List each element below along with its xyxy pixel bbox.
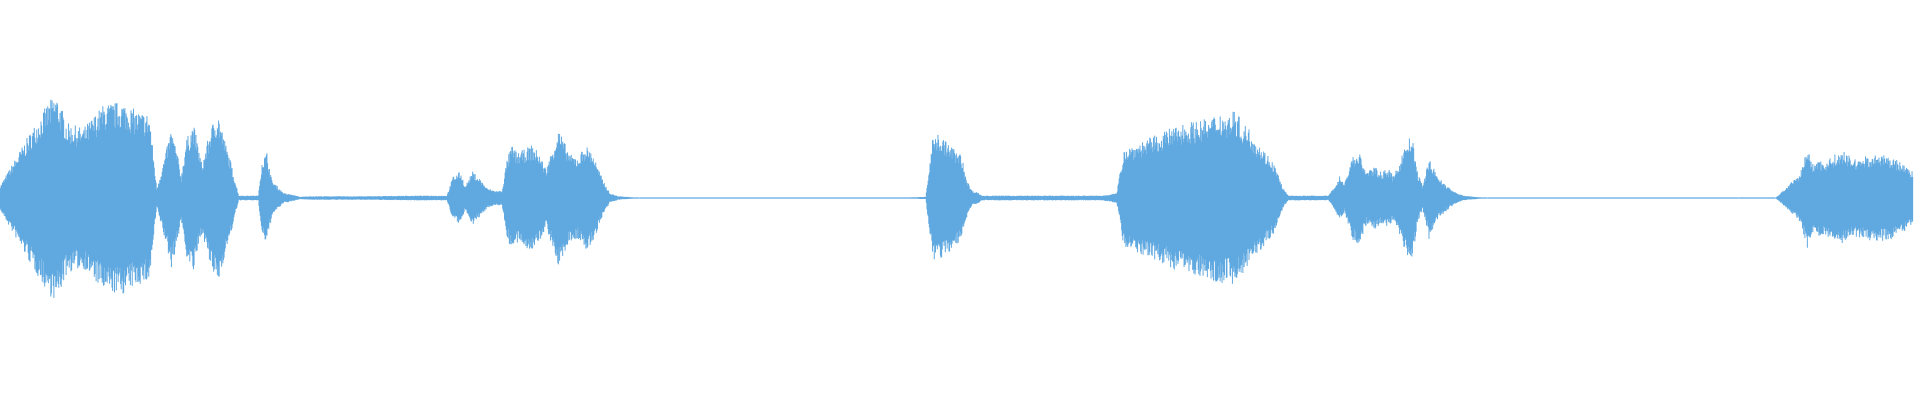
waveform-path: [0, 99, 1914, 299]
waveform-series: [0, 99, 1914, 299]
